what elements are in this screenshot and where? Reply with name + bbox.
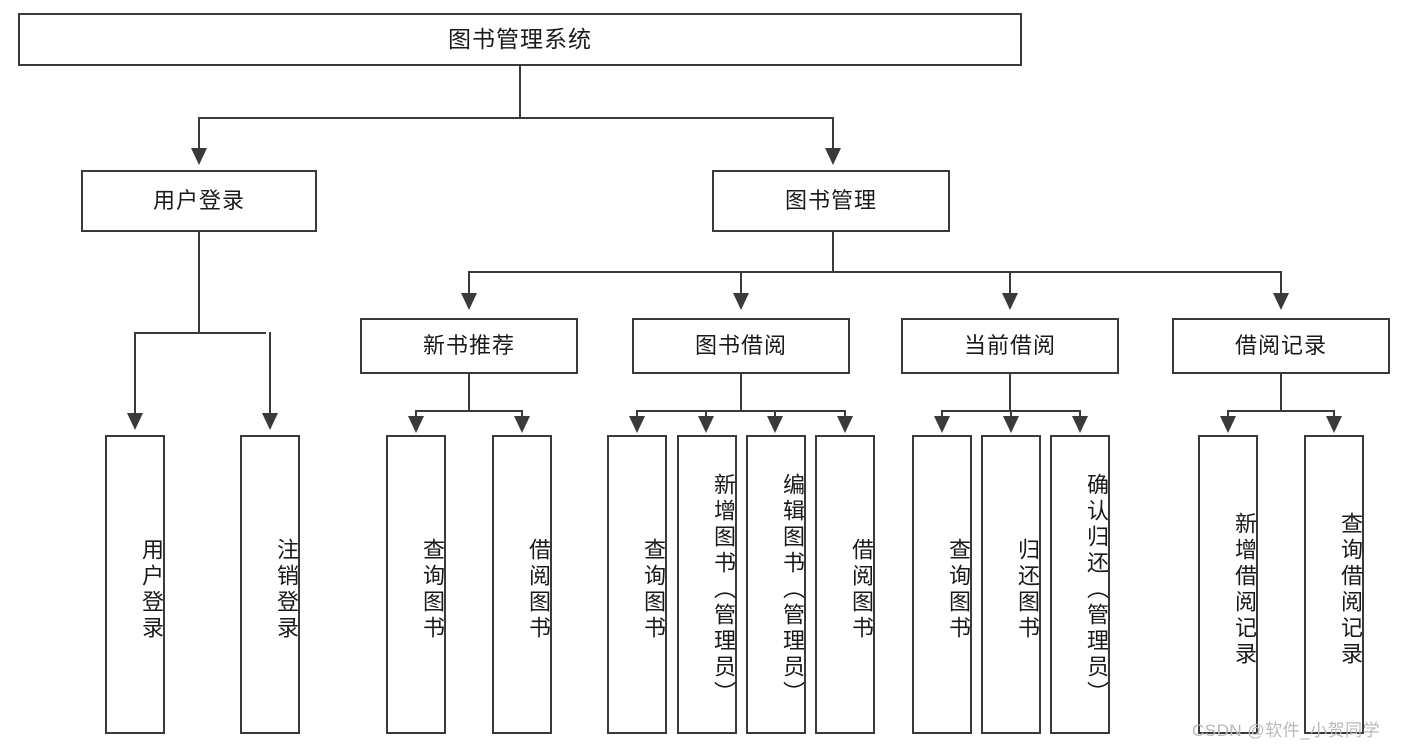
arrow-user-login-leaf-2 [262, 413, 278, 430]
connector-user-login-bar [134, 332, 266, 334]
leaf-br-query-record[interactable]: 查询借阅记录 [1304, 435, 1364, 734]
connector-cb-stem [1009, 374, 1011, 411]
connector-root-stem [519, 66, 521, 118]
arrow-root-to-user-login [191, 148, 207, 165]
arrow-bm-to-borrow-record [1273, 293, 1289, 310]
connector-bb-stem [740, 374, 742, 411]
node-label: 新增图书（管理员） [711, 472, 736, 707]
connector-user-login-stem [198, 232, 200, 333]
connector-cb-branch-1 [941, 410, 943, 419]
node-label: 图书借阅 [694, 332, 787, 358]
node-label: 归还图书 [1015, 537, 1040, 642]
leaf-bb-query-book[interactable]: 查询图书 [607, 435, 667, 734]
arrow-bm-to-new-book-recommend [461, 293, 477, 310]
node-label: 确认归还（管理员） [1084, 472, 1109, 707]
arrow-nbr-leaf-2 [514, 416, 530, 433]
connector-cb-branch-3 [1079, 410, 1081, 419]
connector-bm-branch-4 [1280, 271, 1282, 295]
connector-nbr-bar [415, 410, 523, 412]
connector-bb-branch-2 [705, 410, 707, 419]
node-user-login[interactable]: 用户登录 [81, 170, 317, 232]
leaf-user-login-login[interactable]: 用户登录 [105, 435, 165, 734]
connector-book-management-stem [832, 232, 834, 272]
node-label: 借阅记录 [1234, 332, 1327, 358]
arrow-bm-to-current-borrow [1002, 293, 1018, 310]
arrow-bm-to-book-borrow [733, 293, 749, 310]
leaf-br-add-record[interactable]: 新增借阅记录 [1198, 435, 1258, 734]
connector-user-login-branch-2 [269, 332, 271, 415]
node-label: 借阅图书 [849, 537, 874, 642]
connector-bm-branch-3 [1009, 271, 1011, 295]
leaf-bb-add-book-admin[interactable]: 新增图书（管理员） [677, 435, 737, 734]
csdn-watermark: CSDN @软件_小贺同学 [1192, 721, 1381, 740]
leaf-cb-return-book[interactable]: 归还图书 [981, 435, 1041, 734]
arrow-root-to-book-management [825, 148, 841, 165]
connector-root-to-book-management [832, 117, 834, 150]
connector-bb-bar [636, 410, 846, 412]
connector-nbr-stem [468, 374, 470, 411]
leaf-cb-confirm-return-admin[interactable]: 确认归还（管理员） [1050, 435, 1110, 734]
node-label: 注销登录 [274, 537, 299, 642]
node-label: 编辑图书（管理员） [780, 472, 805, 707]
connector-root-bar [198, 117, 834, 119]
connector-br-branch-1 [1227, 410, 1229, 419]
connector-bb-branch-1 [636, 410, 638, 419]
leaf-user-login-logout[interactable]: 注销登录 [240, 435, 300, 734]
node-label: 新书推荐 [422, 332, 515, 358]
connector-bb-branch-4 [844, 410, 846, 419]
connector-cb-branch-2 [1010, 410, 1012, 419]
arrow-nbr-leaf-1 [408, 416, 424, 433]
arrow-cb-leaf-3 [1072, 416, 1088, 433]
connector-book-management-bar [468, 271, 1282, 273]
arrow-bb-leaf-4 [837, 416, 853, 433]
connector-nbr-branch-2 [521, 410, 523, 419]
connector-user-login-branch-1 [134, 332, 136, 415]
connector-br-bar [1227, 410, 1335, 412]
node-label: 图书管理 [784, 187, 877, 213]
node-book-borrow[interactable]: 图书借阅 [632, 318, 850, 374]
leaf-nbr-query-book[interactable]: 查询图书 [386, 435, 446, 734]
arrow-br-leaf-2 [1326, 416, 1342, 433]
node-label: 查询图书 [641, 537, 666, 642]
leaf-bb-borrow-book[interactable]: 借阅图书 [815, 435, 875, 734]
node-label: 图书管理系统 [448, 25, 592, 52]
arrow-bb-leaf-3 [767, 416, 783, 433]
node-root-book-management-system[interactable]: 图书管理系统 [18, 13, 1022, 66]
node-label: 用户登录 [152, 187, 245, 213]
arrow-cb-leaf-2 [1003, 416, 1019, 433]
node-label: 新增借阅记录 [1232, 511, 1257, 668]
connector-br-branch-2 [1333, 410, 1335, 419]
arrow-br-leaf-1 [1220, 416, 1236, 433]
node-borrow-record[interactable]: 借阅记录 [1172, 318, 1390, 374]
node-label: 查询图书 [420, 537, 445, 642]
node-label: 用户登录 [139, 537, 164, 642]
connector-br-stem [1280, 374, 1282, 411]
node-current-borrow[interactable]: 当前借阅 [901, 318, 1119, 374]
arrow-user-login-leaf-1 [127, 413, 143, 430]
connector-nbr-branch-1 [415, 410, 417, 419]
connector-bb-branch-3 [774, 410, 776, 419]
leaf-cb-query-book[interactable]: 查询图书 [912, 435, 972, 734]
connector-bm-branch-2 [740, 271, 742, 295]
leaf-nbr-borrow-book[interactable]: 借阅图书 [492, 435, 552, 734]
node-label: 借阅图书 [526, 537, 551, 642]
arrow-bb-leaf-1 [629, 416, 645, 433]
connector-root-to-user-login [198, 117, 200, 150]
connector-bm-branch-1 [468, 271, 470, 295]
node-label: 查询借阅记录 [1338, 511, 1363, 668]
node-label: 查询图书 [946, 537, 971, 642]
arrow-cb-leaf-1 [934, 416, 950, 433]
leaf-bb-edit-book-admin[interactable]: 编辑图书（管理员） [746, 435, 806, 734]
node-book-management[interactable]: 图书管理 [712, 170, 950, 232]
arrow-bb-leaf-2 [698, 416, 714, 433]
node-label: 当前借阅 [963, 332, 1056, 358]
node-new-book-recommend[interactable]: 新书推荐 [360, 318, 578, 374]
